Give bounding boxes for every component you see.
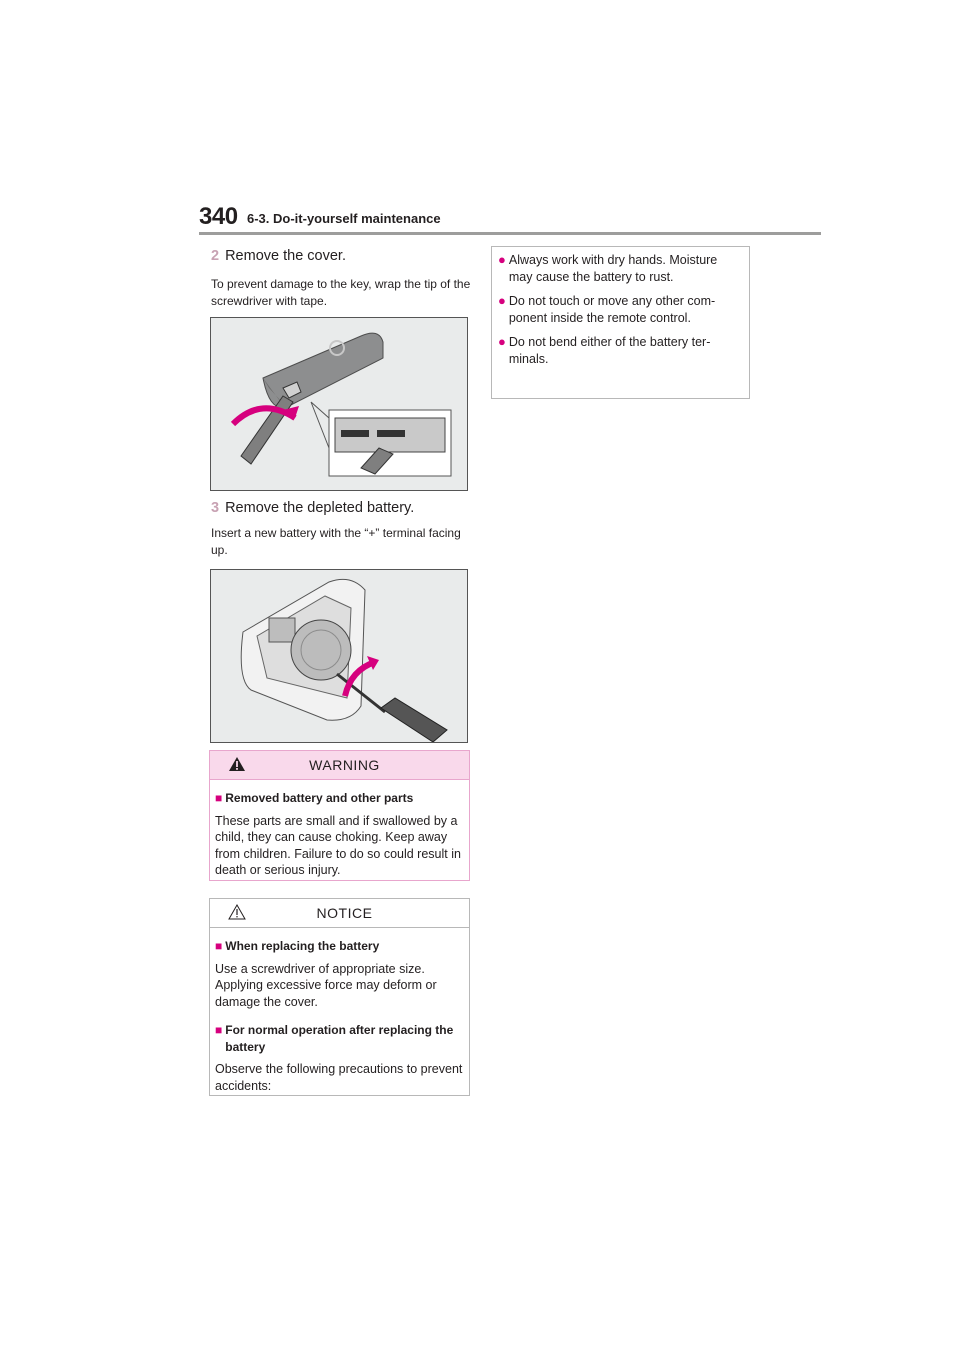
notice-subheading-2: ■For normal operation after replacing th… xyxy=(215,1023,454,1054)
step-3-heading: 3 Remove the depleted battery. xyxy=(211,500,414,516)
page-number: 340 xyxy=(199,203,238,230)
square-bullet-icon: ■ xyxy=(215,1023,223,1037)
warning-label: WARNING xyxy=(309,757,380,773)
key-cover-drawing xyxy=(230,332,452,477)
bullet-dot-icon: ● xyxy=(498,252,506,267)
battery-removal-drawing xyxy=(240,578,448,743)
step-3-note: Insert a new battery with the “+” termin… xyxy=(211,526,461,557)
bullet-dot-icon: ● xyxy=(498,293,506,308)
step-title: Remove the cover. xyxy=(225,248,346,264)
warning-text: These parts are small and if swallowed b… xyxy=(215,813,461,878)
step-number: 3 xyxy=(211,500,220,516)
notice-icon xyxy=(228,904,246,920)
list-item: ●Do not touch or move any other com-pone… xyxy=(498,293,716,325)
section-title: 6-3. Do-it-yourself maintenance xyxy=(247,211,441,226)
remove-cover-illustration xyxy=(210,317,468,491)
notice-box: NOTICE ■When replacing the battery Use a… xyxy=(209,898,470,1096)
warning-subheading: ■Removed battery and other parts xyxy=(215,791,414,805)
precautions-box: ●Always work with dry hands. Moisture ma… xyxy=(491,246,750,399)
list-item: ●Do not bend either of the battery ter-m… xyxy=(498,334,711,366)
header-rule xyxy=(199,232,821,235)
step-2-note: To prevent damage to the key, wrap the t… xyxy=(211,277,471,308)
warning-box: WARNING ■Removed battery and other parts… xyxy=(209,750,470,881)
square-bullet-icon: ■ xyxy=(215,791,223,805)
step-2-heading: 2 Remove the cover. xyxy=(211,248,346,264)
step-title: Remove the depleted battery. xyxy=(225,500,415,516)
remove-battery-illustration xyxy=(210,569,468,743)
notice-label: NOTICE xyxy=(316,905,373,921)
step-number: 2 xyxy=(211,248,220,264)
notice-subheading-1: ■When replacing the battery xyxy=(215,939,380,953)
notice-text-2: Observe the following precautions to pre… xyxy=(215,1062,463,1093)
list-item: ●Always work with dry hands. Moisture ma… xyxy=(498,252,718,284)
warning-header: WARNING xyxy=(210,751,469,780)
square-bullet-icon: ■ xyxy=(215,939,223,953)
bullet-dot-icon: ● xyxy=(498,334,506,349)
notice-header: NOTICE xyxy=(210,899,469,928)
notice-text-1: Use a screwdriver of appropriate size. A… xyxy=(215,961,437,1009)
warning-icon xyxy=(229,757,245,771)
page-header: 340 6-3. Do-it-yourself maintenance xyxy=(199,203,821,243)
